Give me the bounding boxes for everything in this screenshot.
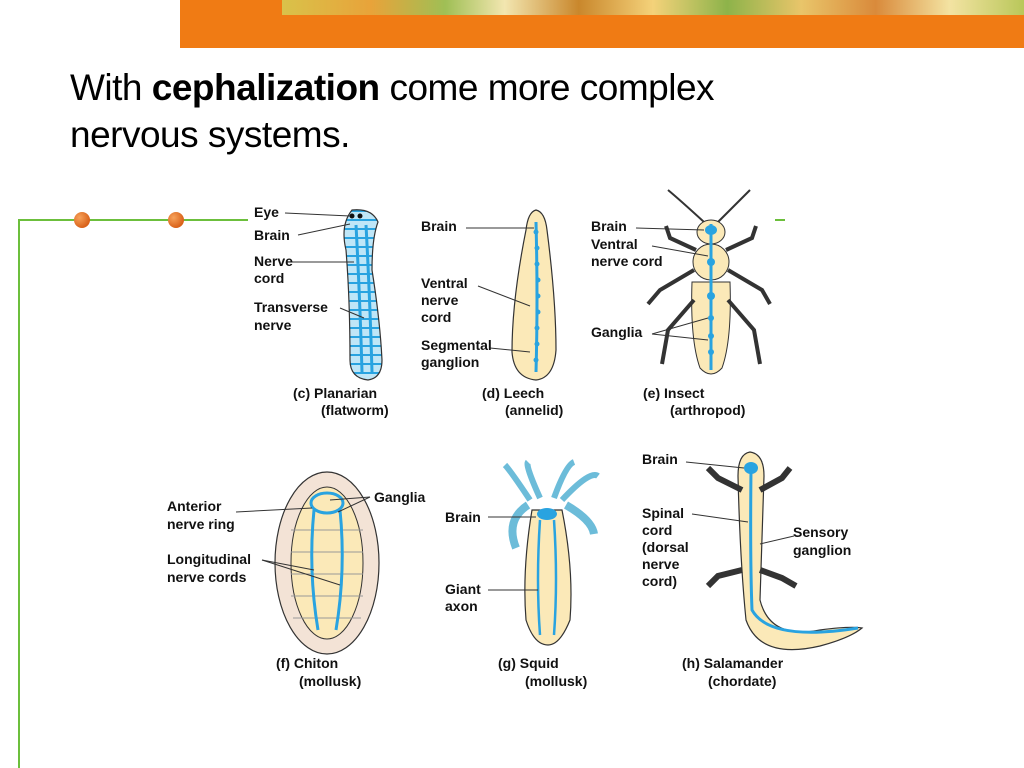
salamander-label-cord: cord: [642, 522, 672, 538]
insect-caption-1: (e) Insect: [643, 385, 705, 401]
chiton-caption-2: (mollusk): [299, 673, 361, 689]
salamander-caption-2: (chordate): [708, 673, 776, 689]
planarian-caption-1: (c) Planarian: [293, 385, 377, 401]
leech-label-brain: Brain: [421, 218, 457, 234]
salamander-figure: [705, 451, 864, 651]
planarian-label-transverse: Transverse: [254, 299, 328, 315]
insect-figure: [646, 189, 772, 375]
title-prefix: With: [70, 67, 143, 108]
chiton-caption-1: (f) Chiton: [276, 655, 338, 671]
salamander-label-cord2: cord): [642, 573, 677, 589]
leech-label-ventral: Ventral: [421, 275, 468, 291]
leech-ganglia: [533, 229, 541, 363]
insect-label-nerve-cord: nerve cord: [591, 253, 663, 269]
frame-line-top-right: [775, 219, 785, 221]
title-line2: nervous systems.: [70, 114, 350, 155]
chiton-label-longitudinal: Longitudinal: [167, 551, 251, 567]
squid-label-axon: axon: [445, 598, 478, 614]
salamander-label-spinal: Spinal: [642, 505, 684, 521]
insect-label-brain: Brain: [591, 218, 627, 234]
insect-caption-2: (arthropod): [670, 402, 745, 418]
leech-label-nerve: nerve: [421, 292, 459, 308]
insect-label-ganglia: Ganglia: [591, 324, 643, 340]
title-suffix: come more complex: [389, 67, 715, 108]
planarian-label-nerve: Nerve: [254, 253, 293, 269]
insect-leaders: [635, 227, 709, 341]
planarian-caption-2: (flatworm): [321, 402, 389, 418]
planarian-label-eye: Eye: [254, 204, 279, 220]
planarian-label-brain: Brain: [254, 227, 290, 243]
squid-figure: [502, 459, 600, 646]
salamander-caption-1: (h) Salamander: [682, 655, 784, 671]
chiton-figure: [274, 471, 380, 655]
leech-label-cord: cord: [421, 309, 451, 325]
frame-line-left: [18, 219, 20, 768]
frame-line-top: [18, 219, 248, 221]
header-photo-strip: [282, 0, 1024, 15]
leech-leaders: [466, 227, 534, 353]
squid-caption-2: (mollusk): [525, 673, 587, 689]
salamander-label-brain: Brain: [642, 451, 678, 467]
chiton-leaders: [235, 496, 371, 586]
leech-label-ganglion: ganglion: [421, 354, 479, 370]
slide-title: With cephalization come more complex ner…: [70, 64, 970, 158]
squid-label-giant: Giant: [445, 581, 481, 597]
planarian-label-cord: cord: [254, 270, 284, 286]
planarian-label-nerve2: nerve: [254, 317, 292, 333]
salamander-label-sensory: Sensory: [793, 524, 848, 540]
salamander-leaders: [685, 461, 795, 545]
salamander-label-dorsal: (dorsal: [642, 539, 689, 555]
leech-figure: [511, 209, 557, 381]
squid-label-brain: Brain: [445, 509, 481, 525]
title-bold-term: cephalization: [151, 67, 380, 108]
leech-label-segmental: Segmental: [421, 337, 492, 353]
squid-leaders: [488, 516, 538, 591]
bullet-dot-1: [74, 212, 90, 228]
chiton-label-ganglia: Ganglia: [374, 489, 426, 505]
bullet-dot-2: [168, 212, 184, 228]
leech-caption-1: (d) Leech: [482, 385, 544, 401]
planarian-leaders: [284, 212, 365, 319]
chiton-label-nerve-ring: nerve ring: [167, 516, 235, 532]
salamander-label-nerve: nerve: [642, 556, 680, 572]
chiton-label-nerve-cords: nerve cords: [167, 569, 247, 585]
planarian-figure: [343, 209, 383, 381]
chiton-label-anterior: Anterior: [167, 498, 222, 514]
salamander-label-ganglion: ganglion: [793, 542, 851, 558]
squid-caption-1: (g) Squid: [498, 655, 559, 671]
leech-caption-2: (annelid): [505, 402, 563, 418]
insect-label-ventral: Ventral: [591, 236, 638, 252]
